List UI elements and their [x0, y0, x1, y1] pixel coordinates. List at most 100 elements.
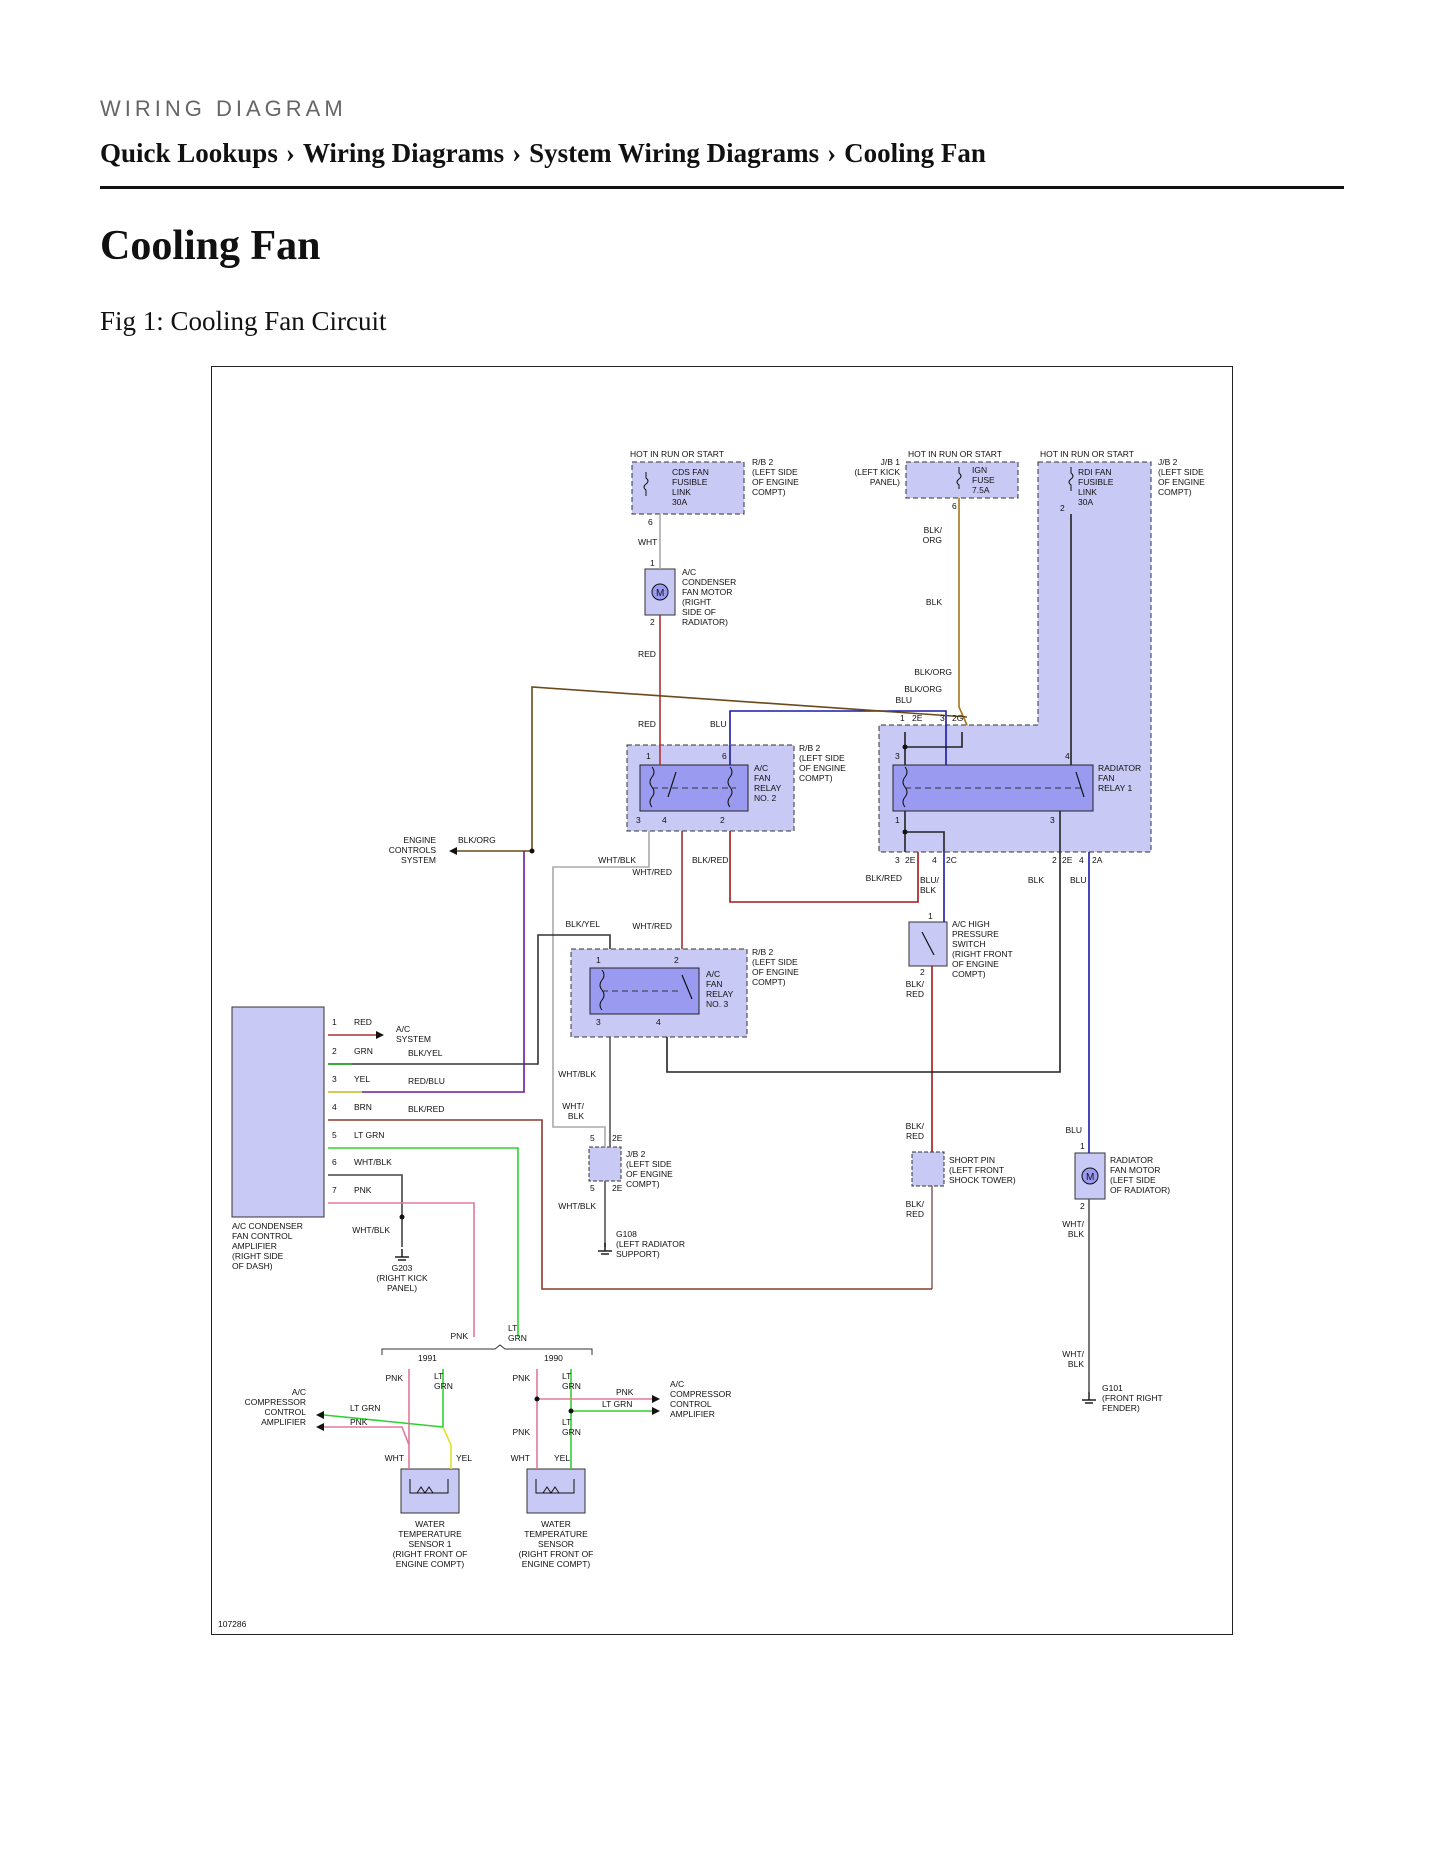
amplifier-label: FAN CONTROL [232, 1231, 293, 1241]
jb2-connector-label: OF ENGINE [626, 1169, 673, 1179]
wts1-label: TEMPERATURE [398, 1529, 462, 1539]
comp-amp-label: CONTROL [264, 1407, 306, 1417]
wire-color-label: GRN [562, 1427, 581, 1437]
relay1-coil [902, 766, 908, 808]
g101-label: G101 [1102, 1383, 1123, 1393]
breadcrumb: Quick Lookups›Wiring Diagrams›System Wir… [100, 138, 986, 169]
wire-color-label: PNK [350, 1417, 368, 1427]
wire-color-label: BLK/ [906, 1121, 925, 1131]
relay3-coil [599, 969, 605, 1011]
amp-pin-color: BRN [354, 1102, 372, 1112]
jb2-connector-label: (LEFT SIDE [626, 1159, 672, 1169]
pin-label: 2 [720, 815, 725, 825]
pin-label: 2E [612, 1133, 623, 1143]
ign-fuse-box [905, 461, 1019, 499]
ign-fuse-label: FUSE [972, 475, 995, 485]
rdi-fuse-label: FUSIBLE [1078, 477, 1114, 487]
wts-label: ENGINE COMPT) [522, 1559, 591, 1569]
relay1-label: FAN [1098, 773, 1115, 783]
cds-fuse-label: FUSIBLE [672, 477, 708, 487]
wire-color-label: RED [906, 1131, 924, 1141]
comp-amp-label: AMPLIFIER [261, 1417, 306, 1427]
pin-label: 3 [596, 1017, 601, 1027]
wire-color-label: RED [638, 649, 656, 659]
ground-icon [395, 1243, 1096, 1404]
wire-color-label: WHT/BLK [352, 1225, 390, 1235]
wts1-label: (RIGHT FRONT OF [393, 1549, 468, 1559]
breadcrumb-cooling-fan[interactable]: Cooling Fan [844, 138, 986, 168]
location-label: OF ENGINE [752, 477, 799, 487]
relay2-label: FAN [754, 773, 771, 783]
wts1-box [400, 1468, 460, 1514]
wire-color-label: LT [562, 1417, 571, 1427]
ac-condenser-motor-label: FAN MOTOR [682, 587, 732, 597]
wire-color-label: WHT/ [1062, 1349, 1084, 1359]
pin-label: 4 [932, 855, 937, 865]
wire-color-label: BLK [1068, 1229, 1084, 1239]
page-title: Cooling Fan [100, 223, 321, 269]
wts-label: TEMPERATURE [524, 1529, 588, 1539]
ac-hp-switch-label: SWITCH [952, 939, 986, 949]
ac-condenser-motor-label: SIDE OF [682, 607, 716, 617]
comp-amp-label: A/C [670, 1379, 684, 1389]
relay3-label: NO. 3 [706, 999, 728, 1009]
wire-color-label: WHT/ [562, 1101, 584, 1111]
amp-pin-color: PNK [354, 1185, 372, 1195]
wire-color-label: WHT [511, 1453, 530, 1463]
wire-color-label: RED [638, 719, 656, 729]
wire-color-label: BLK/ [906, 979, 925, 989]
ac-system-label: SYSTEM [396, 1034, 431, 1044]
g203-label: (RIGHT KICK [376, 1273, 428, 1283]
wts1-label: ENGINE COMPT) [396, 1559, 465, 1569]
amp-pin-color: GRN [354, 1046, 373, 1056]
location-label: COMPT) [799, 773, 833, 783]
wire-color-label: RED [906, 1209, 924, 1219]
pin-label: 4 [662, 815, 667, 825]
relay3-label: A/C [706, 969, 720, 979]
jb2-relay1-box [878, 461, 1152, 853]
wire-color-label: WHT/BLK [558, 1069, 596, 1079]
location-label: R/B 2 [752, 947, 774, 957]
location-label: (LEFT SIDE [752, 467, 798, 477]
pin-label: 2E [912, 713, 923, 723]
cds-fuse-icon [643, 472, 649, 496]
rdi-fuse-label: LINK [1078, 487, 1097, 497]
pin-label: 3 [895, 855, 900, 865]
wire-color-label: BLK [1068, 1359, 1084, 1369]
relay2-label: A/C [754, 763, 768, 773]
relay3-label: FAN [706, 979, 723, 989]
amplifier-label: OF DASH) [232, 1261, 273, 1271]
wire-color-label: GRN [508, 1333, 527, 1343]
breadcrumb-quick-lookups[interactable]: Quick Lookups [100, 138, 278, 168]
pin-label: 2 [1080, 1201, 1085, 1211]
g101-label: (FRONT RIGHT [1102, 1393, 1163, 1403]
location-label: J/B 2 [1158, 457, 1178, 467]
wire-color-label: PNK [513, 1373, 531, 1383]
breadcrumb-system-wiring-diagrams[interactable]: System Wiring Diagrams [529, 138, 820, 168]
ac-condenser-motor-label: RADIATOR) [682, 617, 728, 627]
wire-color-label: BLK/RED [866, 873, 902, 883]
wire-color-label: BLU [710, 719, 727, 729]
relay2-label: NO. 2 [754, 793, 776, 803]
wire-color-label: BLK [568, 1111, 584, 1121]
pin-label: 1 [596, 955, 601, 965]
wire-color-label: BLK/RED [408, 1104, 444, 1114]
ign-fuse-label: 7.5A [972, 485, 990, 495]
comp-amp-label: A/C [292, 1387, 306, 1397]
pin-label: 2E [1062, 855, 1073, 865]
pin-label: 1 [928, 911, 933, 921]
wire-color-label: BLU/ [920, 875, 940, 885]
cds-fuse-label: CDS FAN [672, 467, 709, 477]
engine-controls-label: CONTROLS [389, 845, 437, 855]
g108-label: SUPPORT) [616, 1249, 660, 1259]
rdi-fuse-icon [1068, 467, 1074, 491]
rad-fan-motor-label: RADIATOR [1110, 1155, 1153, 1165]
wire-color-label: WHT [638, 537, 657, 547]
amp-pin-number: 7 [332, 1185, 337, 1195]
wire-color-label: WHT/BLK [558, 1201, 596, 1211]
wire-color-label: PNK [513, 1427, 531, 1437]
wire-color-label: GRN [434, 1381, 453, 1391]
pin-label: 5 [590, 1133, 595, 1143]
breadcrumb-wiring-diagrams[interactable]: Wiring Diagrams [302, 138, 505, 168]
short-pin-label: SHORT PIN [949, 1155, 995, 1165]
